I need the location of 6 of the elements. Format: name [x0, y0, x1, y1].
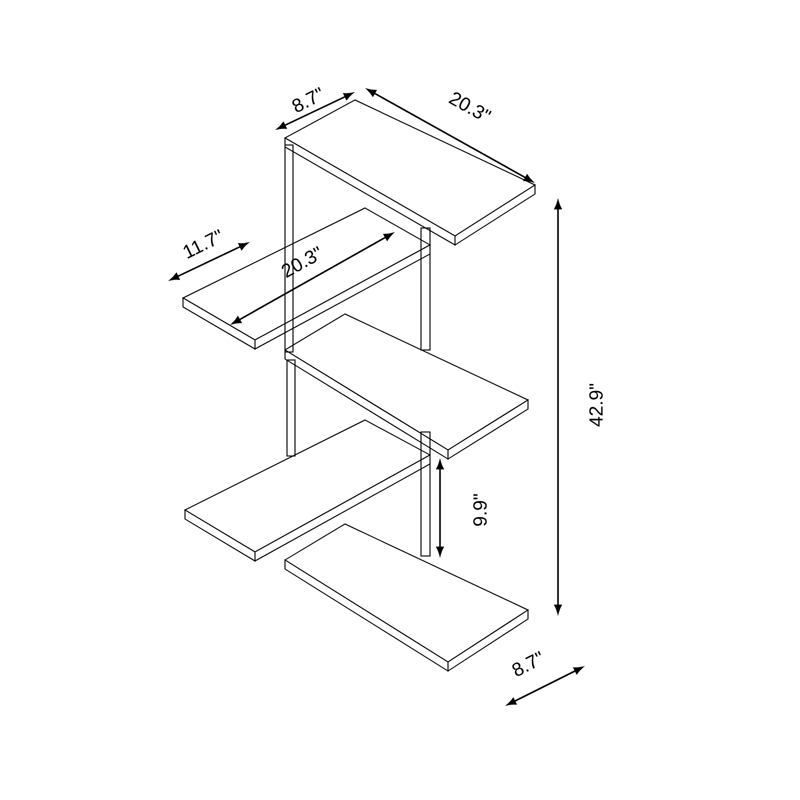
dimension-label: 11.7" [184, 229, 220, 259]
dimension-label: 8.7" [292, 86, 321, 112]
dimension-label: 20.3" [448, 92, 492, 118]
dimension-label: 8.7" [512, 650, 541, 676]
dimension-label: 42.9" [589, 384, 603, 426]
dimension-label: 9.9" [473, 494, 487, 526]
